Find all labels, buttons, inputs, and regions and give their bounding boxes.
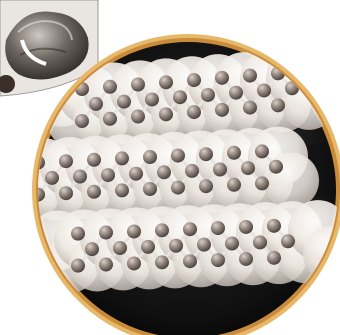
atom (115, 151, 129, 165)
atom-layer (28, 200, 340, 292)
atom (171, 181, 185, 195)
atom (267, 251, 281, 265)
atom (127, 256, 141, 270)
atom (215, 103, 229, 117)
atom (243, 69, 257, 83)
atom (143, 182, 157, 196)
atom (155, 223, 169, 237)
atom (99, 226, 113, 240)
atom (183, 222, 197, 236)
atom (173, 90, 187, 104)
atom (243, 101, 257, 115)
atom (71, 259, 85, 273)
atom (89, 97, 103, 111)
atom (187, 105, 201, 119)
atom (239, 220, 253, 234)
atom (197, 238, 211, 252)
atom (131, 110, 145, 124)
atom (75, 114, 89, 128)
atom (85, 242, 99, 256)
atom (225, 237, 239, 251)
atom (169, 239, 183, 253)
atom (281, 234, 295, 248)
atom (159, 75, 173, 89)
atom (201, 88, 215, 102)
atom (59, 186, 73, 200)
atom (145, 92, 159, 106)
atom (129, 167, 143, 181)
atom (199, 147, 213, 161)
atom (141, 240, 155, 254)
atom (269, 160, 283, 174)
atom (117, 95, 131, 109)
atom (241, 161, 255, 175)
electron-cloud (28, 200, 340, 292)
atom (239, 252, 253, 266)
atom (211, 253, 225, 267)
atom (87, 153, 101, 167)
atom (99, 258, 113, 272)
atom (199, 179, 213, 193)
atom (159, 107, 173, 121)
atom (45, 171, 59, 185)
atom (143, 150, 157, 164)
atom (255, 176, 269, 190)
atom (103, 112, 117, 126)
atom (213, 163, 227, 177)
atom (113, 241, 127, 255)
atom (59, 154, 73, 168)
atom (227, 146, 241, 160)
atom (157, 165, 171, 179)
atom (73, 170, 87, 184)
atom (257, 83, 271, 97)
atom (71, 227, 85, 241)
atom (215, 71, 229, 85)
atom (185, 164, 199, 178)
atom (87, 185, 101, 199)
atom (131, 78, 145, 92)
atom (115, 183, 129, 197)
atom (267, 219, 281, 233)
atom (229, 86, 243, 100)
atom (227, 178, 241, 192)
atom (103, 80, 117, 94)
atom (253, 235, 267, 249)
atom (271, 98, 285, 112)
atom (183, 254, 197, 268)
atom (101, 168, 115, 182)
atom (155, 255, 169, 269)
atom (255, 144, 269, 158)
atom (171, 149, 185, 163)
atom (127, 224, 141, 238)
atom (187, 73, 201, 87)
atom (211, 221, 225, 235)
